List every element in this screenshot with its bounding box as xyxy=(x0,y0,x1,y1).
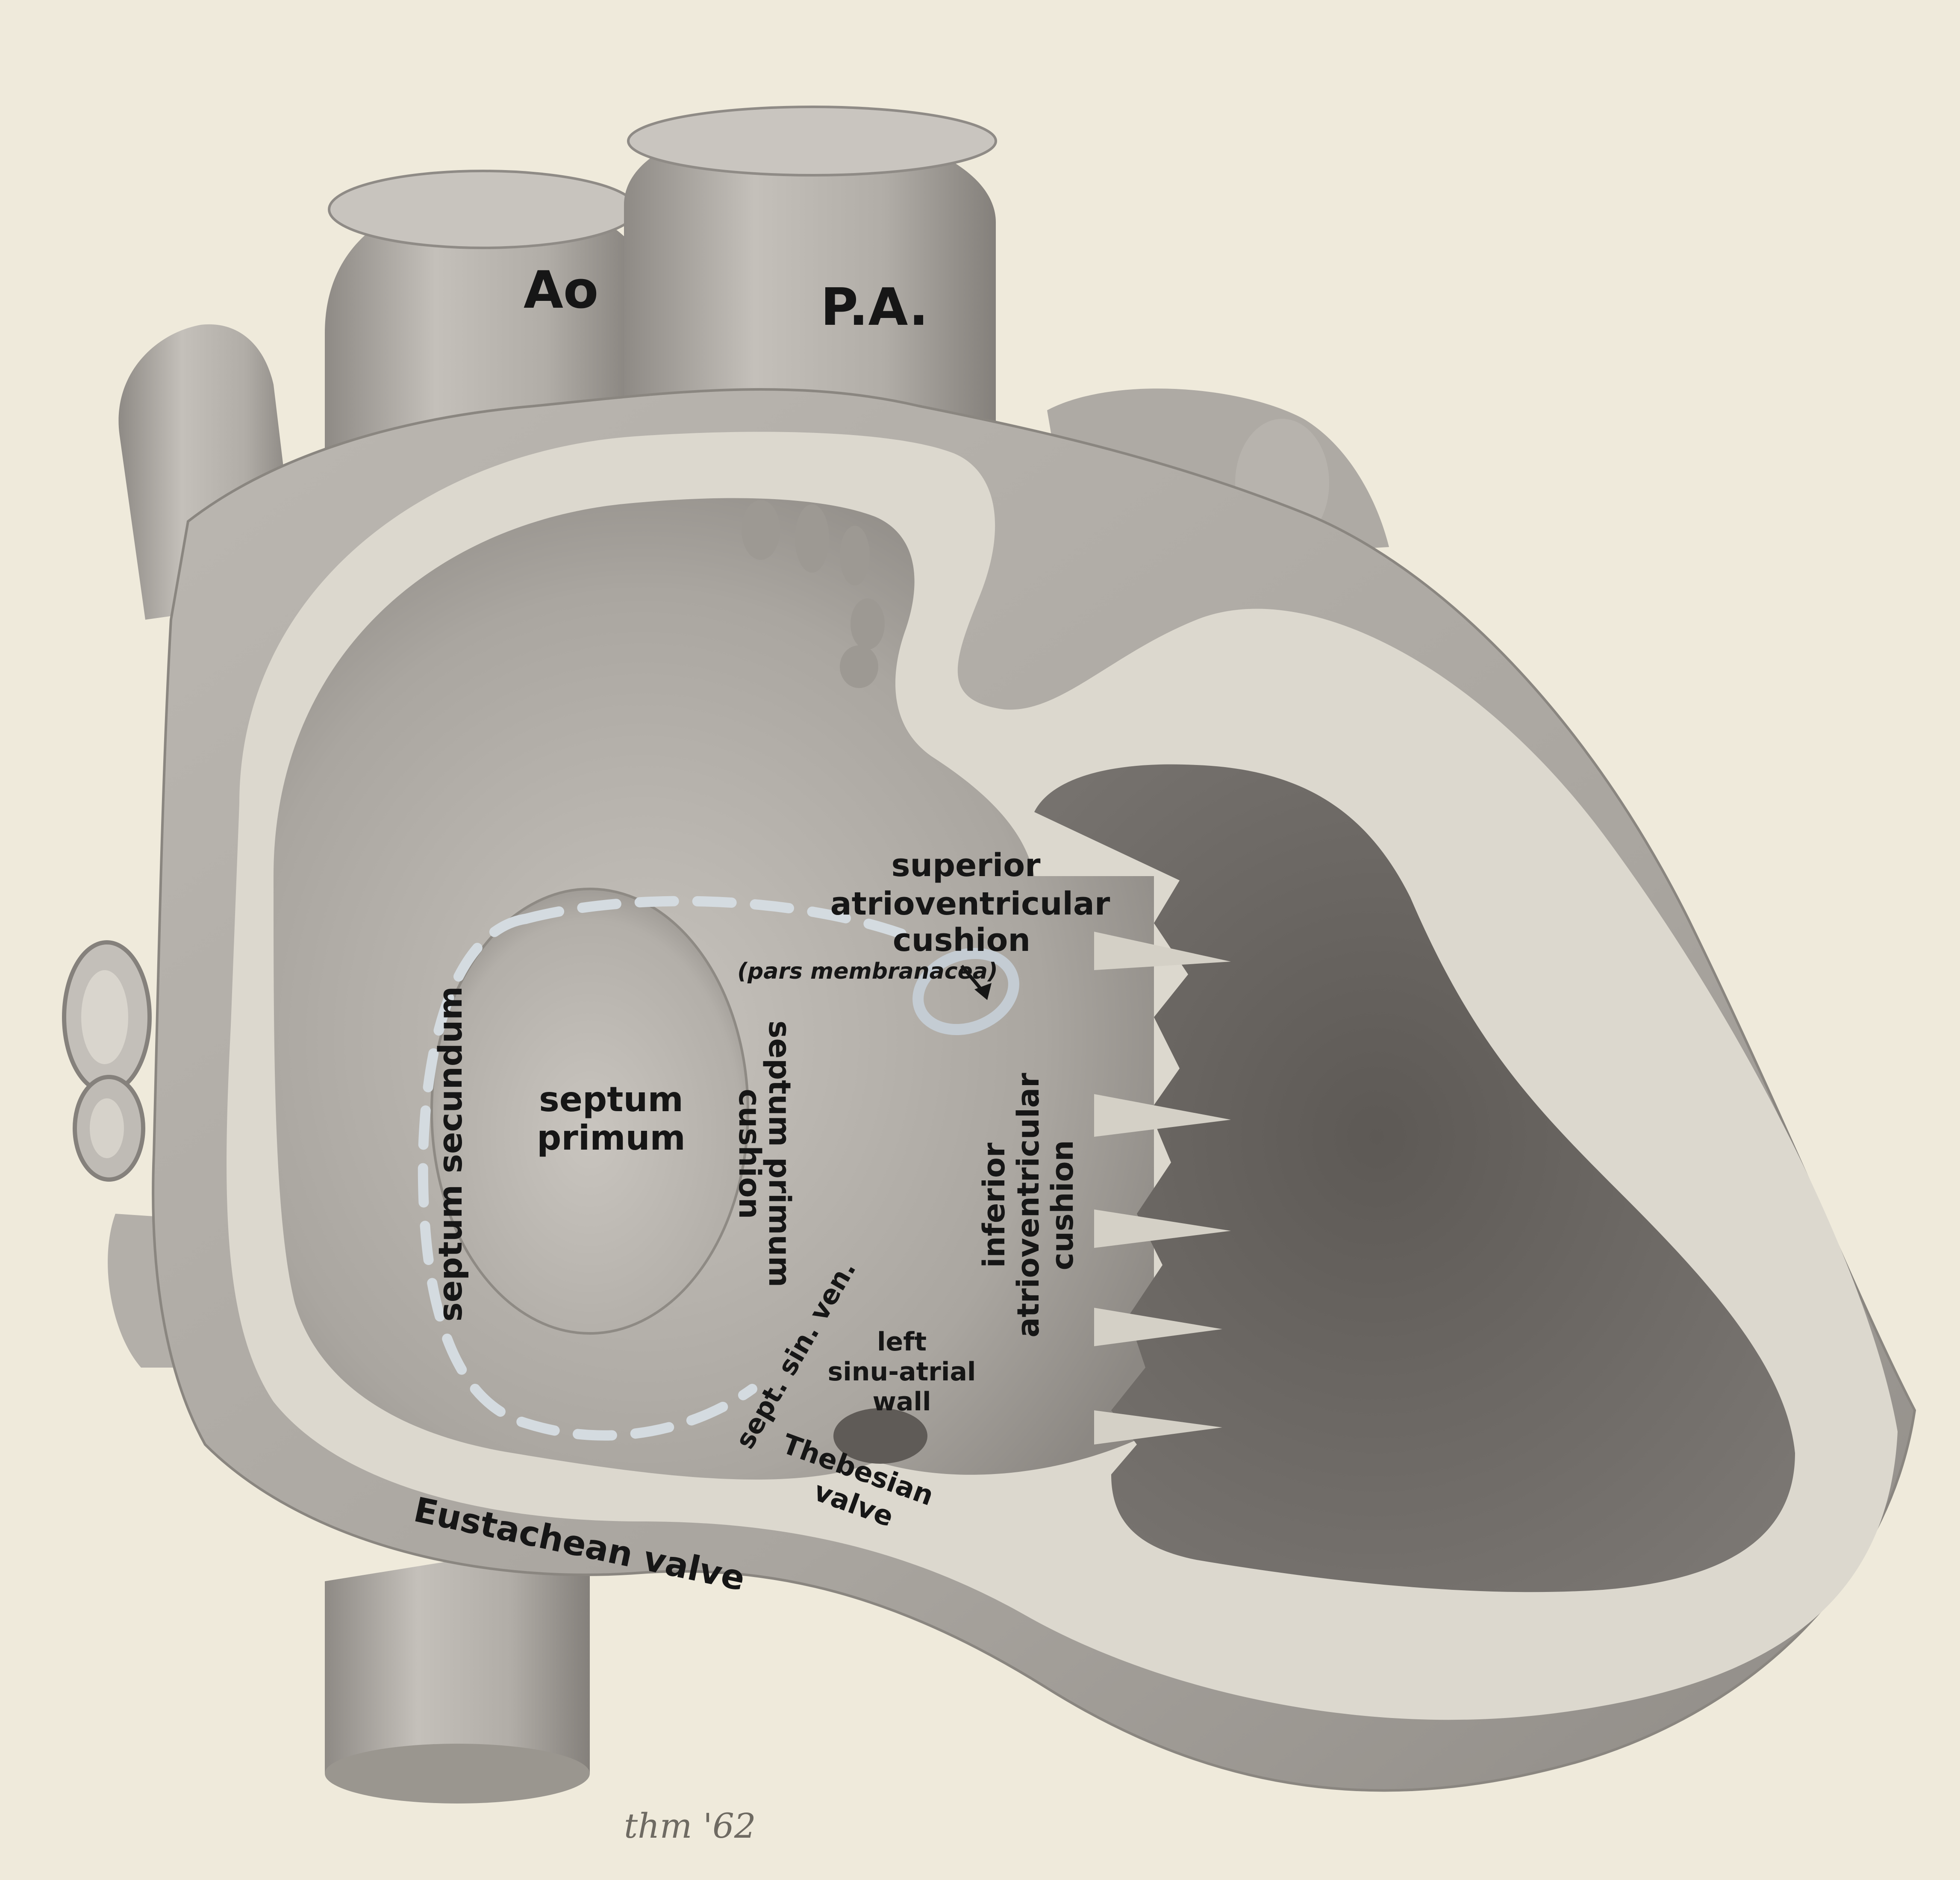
leaflet-4 xyxy=(1094,1308,1222,1346)
pectinate-ridge-1 xyxy=(742,500,780,560)
pectinate-ridge-3 xyxy=(840,526,870,585)
septum-secundum-dashed-outline xyxy=(418,914,757,1441)
vessel-stub-lower-lumen xyxy=(90,1098,124,1158)
leaflet-3 xyxy=(1094,1209,1231,1248)
leaflet-5 xyxy=(1094,1410,1222,1445)
label-septum-secundum: septum secundum xyxy=(431,986,469,1321)
pars-membranacea-arrowhead xyxy=(974,983,992,1000)
pectinate-ridge-4 xyxy=(851,598,885,650)
label-pars-membranacea: (pars membranacea) xyxy=(737,959,998,984)
pectinate-ridge-5 xyxy=(840,645,878,688)
valve-leaflets xyxy=(1094,932,1231,1445)
label-superior-cushion-2: atrioventricular xyxy=(830,886,1110,922)
label-inferior-cushion-2: atrioventricular xyxy=(1011,1073,1046,1338)
ventricle-cavity xyxy=(1034,764,1795,1592)
leaflet-2 xyxy=(1094,1094,1231,1137)
label-septum-primum-cushion-2: cushion xyxy=(732,1089,767,1219)
label-left-sinu-atrial-3: wall xyxy=(872,1387,931,1417)
left-vessel-stubs xyxy=(62,940,180,1368)
label-septum-primum-1: septum xyxy=(539,1080,683,1119)
fossa-ovalis xyxy=(430,888,749,1335)
pectinate-ridge-2 xyxy=(795,504,829,573)
label-left-sinu-atrial-1: left xyxy=(877,1327,927,1357)
pars-membranacea-ring xyxy=(912,947,1019,1036)
inferior-vena-cava xyxy=(325,1539,590,1799)
coronary-sinus-opening xyxy=(833,1408,927,1464)
label-septum-primum-2: primum xyxy=(537,1118,686,1158)
label-superior-cushion-1: superior xyxy=(891,847,1041,884)
label-ao: Ao xyxy=(524,261,598,320)
aorta-opening xyxy=(328,170,638,249)
pars-membranacea-arrow xyxy=(960,965,985,993)
label-pa: P.A. xyxy=(821,278,928,337)
label-left-sinu-atrial-2: sinu-atrial xyxy=(828,1357,976,1387)
pectinate-muscles xyxy=(742,500,885,688)
leaflet-1 xyxy=(1094,932,1231,970)
pulmonary-artery-vessel xyxy=(624,124,996,470)
artist-signature: thm '62 xyxy=(624,1806,756,1846)
label-inferior-cushion-1: inferior xyxy=(977,1142,1012,1268)
vessel-stub-upper-lumen xyxy=(81,970,128,1064)
pulmonary-artery-opening xyxy=(627,106,997,177)
label-inferior-cushion-3: cushion xyxy=(1045,1140,1080,1271)
septum-secundum-dashed-top xyxy=(521,896,924,945)
inferior-vena-cava-opening xyxy=(325,1744,590,1804)
label-superior-cushion-3: cushion xyxy=(893,922,1030,959)
label-septum-primum-cushion-1: septum primum xyxy=(762,1021,797,1287)
